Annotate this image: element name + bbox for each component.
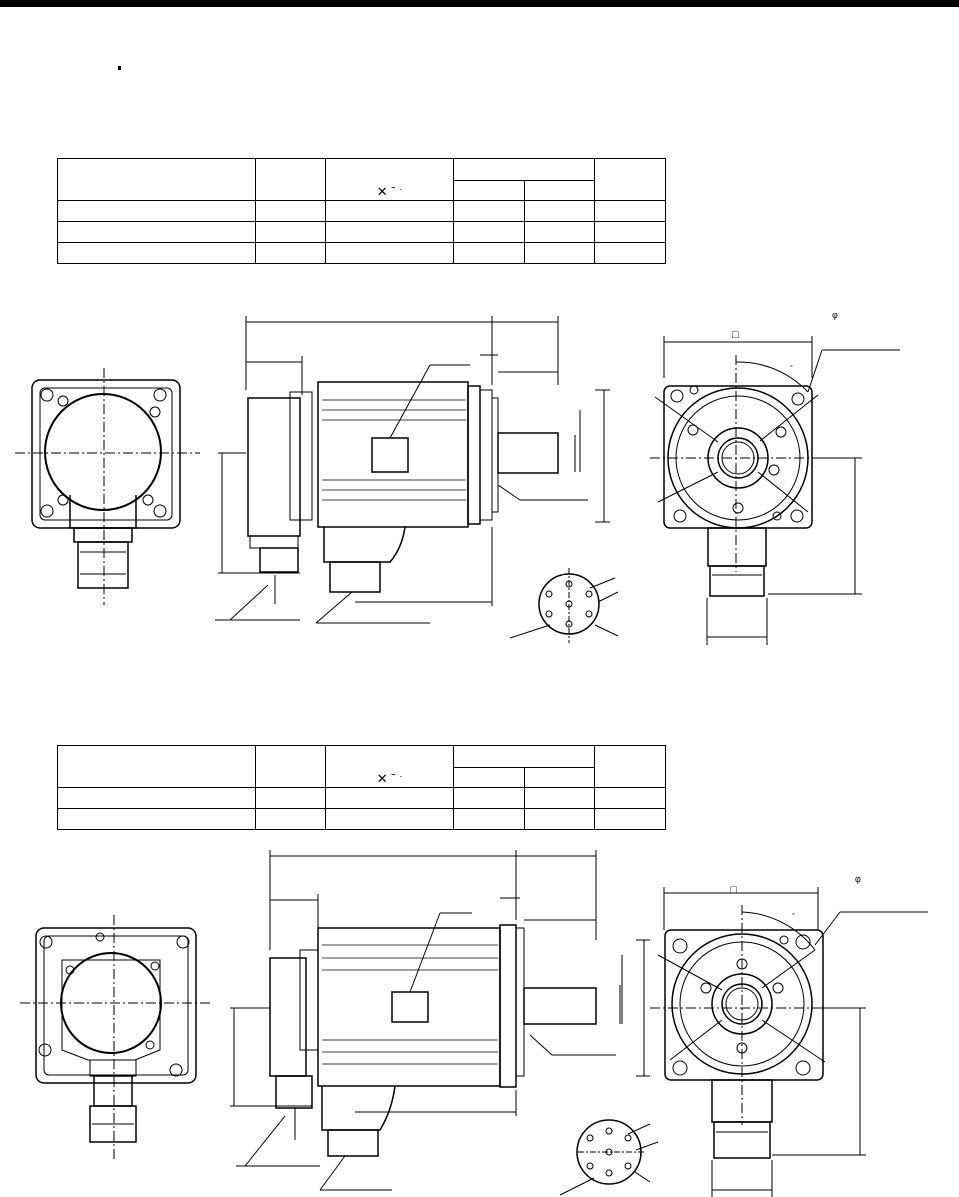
connector-pin-face-2 [559, 1119, 659, 1196]
flange-square-symbol: □ [730, 884, 737, 896]
angle-symbol: ° [790, 364, 793, 372]
table-row [57, 808, 666, 830]
top-rule [0, 0, 959, 7]
table-header-cell [594, 745, 666, 788]
diameter-symbol: φ [832, 310, 838, 320]
table-row [57, 787, 666, 809]
diameter-symbol: φ [855, 874, 861, 884]
motor-side-view-1 [215, 316, 610, 624]
spec-table-1: ✕ ˉ ˑ [57, 158, 666, 264]
connector-pin-face-1 [509, 568, 619, 643]
table-row [57, 200, 666, 222]
motor-rear-view-2 [20, 915, 210, 1160]
motor-flange-view-2 [650, 887, 928, 1197]
motor-rear-view-1 [15, 368, 200, 605]
table-row [57, 242, 666, 264]
motor-side-view-2 [230, 850, 650, 1191]
table-header-cell [57, 158, 256, 201]
section-bullet [118, 66, 121, 70]
motor-flange-view-1 [650, 336, 900, 645]
flange-square-symbol: □ [732, 329, 739, 341]
table-header-cell [594, 158, 666, 201]
spec-table-2: ✕ ˉ ˑ [57, 745, 666, 830]
angle-symbol: ° [792, 912, 795, 920]
